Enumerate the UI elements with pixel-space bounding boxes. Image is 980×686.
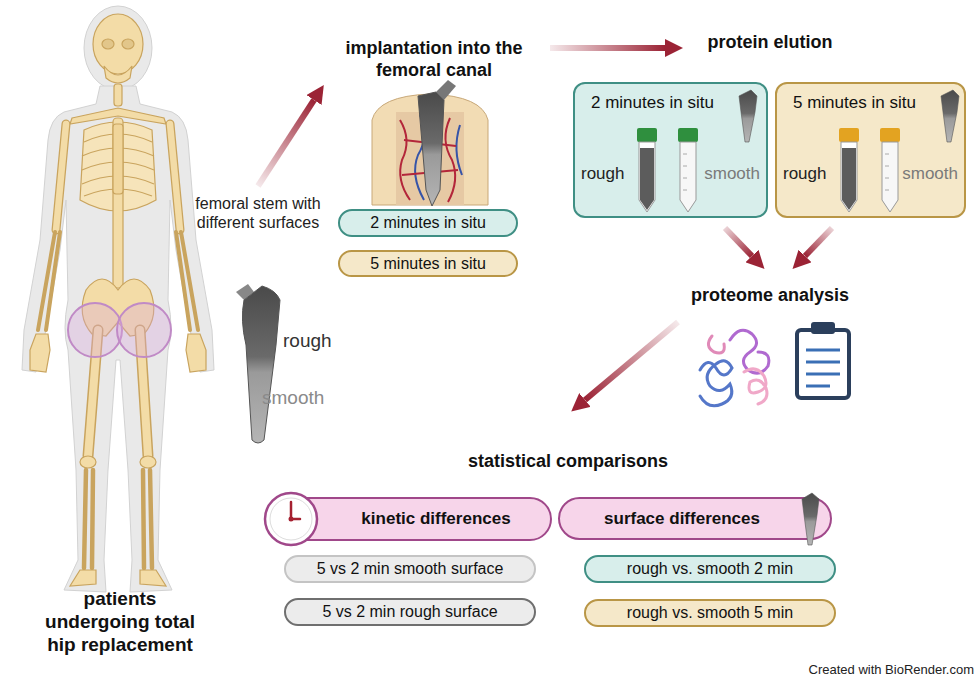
pill-text: 2 minutes in situ (370, 214, 486, 232)
report-icon (797, 322, 849, 398)
category-pill: kinetic differences (272, 497, 552, 541)
comparison-pill: 5 vs 2 min smooth surface (284, 555, 536, 583)
stage-heading: implantation into the femoral canal (319, 38, 549, 81)
tube-label: smooth (902, 164, 958, 184)
pill-text: kinetic differences (361, 509, 510, 529)
tube-label: rough (783, 164, 826, 184)
skeleton (30, 14, 206, 586)
pill-text: rough vs. smooth 2 min (627, 560, 793, 578)
body-silhouette (22, 6, 214, 592)
surface-label: smooth (262, 387, 342, 410)
comparison-pill: 5 vs 2 min rough surface (284, 598, 536, 626)
category-pill: surface differences (558, 497, 832, 540)
comparison-pill: rough vs. smooth 5 min (584, 599, 836, 627)
pill-text: 5 minutes in situ (370, 255, 486, 273)
stage-heading: statistical comparisons (438, 451, 698, 473)
pill-text: rough vs. smooth 5 min (627, 604, 793, 622)
box-heading: 2 minutes in situ (591, 93, 714, 113)
stage-heading: protein elution (670, 32, 870, 54)
stem-caption: femoral stem with different surfaces (191, 194, 325, 232)
hip-highlight (117, 303, 171, 357)
tube-label: rough (581, 164, 624, 184)
femoral-stem (236, 284, 280, 443)
tube-label: smooth (704, 164, 760, 184)
hip-highlight (68, 303, 122, 357)
box-heading: 5 minutes in situ (793, 93, 916, 113)
pill-text: 5 vs 2 min rough surface (322, 603, 497, 621)
time-pill: 2 minutes in situ (338, 209, 518, 237)
flow-arrow (258, 48, 832, 400)
watermark: Created with BioRender.com (714, 662, 974, 678)
time-pill: 5 minutes in situ (338, 250, 518, 277)
protein-icon (700, 330, 769, 406)
patient-caption: patients undergoing total hip replacemen… (30, 588, 210, 656)
stage-heading: proteome analysis (660, 285, 880, 307)
femur-canal (372, 80, 488, 206)
sample-box: 5 minutes in situ rough smooth (775, 82, 966, 218)
pill-text: 5 vs 2 min smooth surface (317, 560, 504, 578)
clock-icon (262, 490, 320, 548)
stem-icon (798, 491, 822, 547)
pill-text: surface differences (604, 509, 760, 529)
surface-label: rough (283, 330, 353, 353)
sample-box: 2 minutes in situ rough smooth (573, 82, 768, 218)
comparison-pill: rough vs. smooth 2 min (584, 555, 836, 583)
